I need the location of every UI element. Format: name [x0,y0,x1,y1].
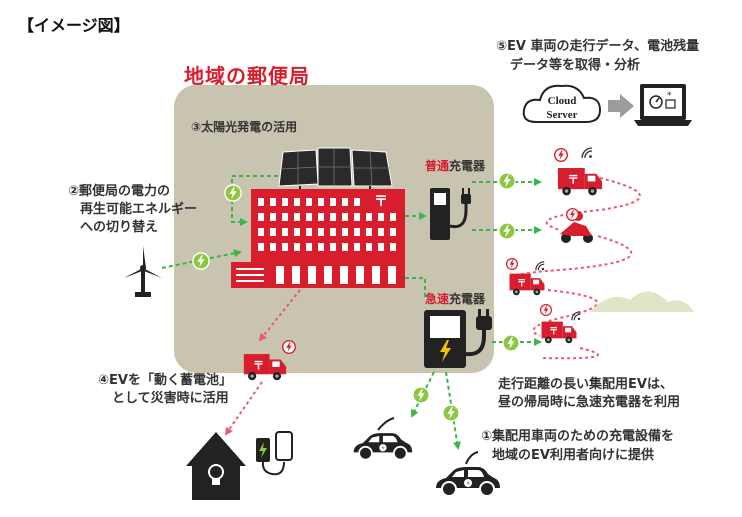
cloud-server-icon: Cloud Server [522,84,602,123]
lightning-icon [498,172,516,190]
wind-turbine-icon [124,246,162,297]
battery-label-2: として災害時に活用 [112,391,229,406]
lightning-icon [192,252,210,270]
house-icon [186,432,246,500]
normal-charger-label: 普通充電器 [425,157,485,175]
lightning-icon [502,334,520,352]
battery-label-1: ④EVを「動く蓄電池」 [98,373,232,388]
solar-panel-icon [278,147,393,194]
normal-charger-icon [430,188,471,240]
ev-car-icon [435,466,501,497]
normal-charger-rest: 充電器 [449,159,486,173]
public-charging-label-1: ①集配用車両のための充電設備を [481,429,675,444]
lightning-icon [412,386,430,404]
charging-cable [465,451,479,465]
wifi-icon [535,261,545,271]
hill-icon [590,291,694,312]
post-office-title: 地域の郵便局 [184,64,310,88]
wifi-icon [581,147,593,159]
lightning-icon [442,404,460,422]
lightning-icon [506,258,518,270]
ev-truck-icon [243,354,287,381]
lightning-icon [282,340,296,354]
ev-truck-icon [509,273,545,296]
normal-charger-accent: 普通 [425,159,450,173]
lightning-icon [540,304,552,316]
lightning-icon [498,222,516,240]
lightning-icon [554,148,568,162]
fast-charger-label: 急速充電器 [425,290,485,308]
renewable-label-2: 再生可能エネルギー [80,202,198,217]
renewable-label-1: ②郵便局の電力の [68,184,171,199]
cloud-text-1: Cloud [548,95,577,107]
lightning-icon [224,184,242,202]
cloud-label-1: ⑤EV 車両の走行データ、電池残量 [496,39,700,54]
ev-car-icon [352,432,414,461]
ev-truck-icon [541,321,577,344]
cloud-text-2: Server [546,109,577,121]
lightning-icon [566,208,579,221]
post-mark: 〒 [374,194,388,210]
cloud-label-2: データ等を取得・分析 [510,58,641,73]
fast-charger-rest: 充電器 [449,292,486,306]
charging-cable [377,417,395,431]
laptop-icon: * [634,84,692,126]
cloud-arrow-icon [608,94,634,118]
svg-text:*: * [667,91,672,101]
diagram-title: 【イメージ図】 [18,16,130,35]
long-distance-label-2: 昼の帰局時に急速充電器を利用 [498,395,681,410]
ev-truck-icon [557,168,603,196]
renewable-label-3: への切り替え [80,220,159,235]
post-office-building-icon: 〒 [231,189,405,288]
battery-phone-icon [256,431,293,476]
fast-charger-accent: 急速 [425,292,450,306]
fast-charger-icon [424,309,492,368]
public-charging-label-2: 地域のEV利用者向けに提供 [492,448,654,463]
delivery-route [224,177,641,436]
solar-label: ③太陽光発電の活用 [191,120,298,134]
long-distance-label-1: 走行距離の長い集配用EVは、 [498,377,673,392]
